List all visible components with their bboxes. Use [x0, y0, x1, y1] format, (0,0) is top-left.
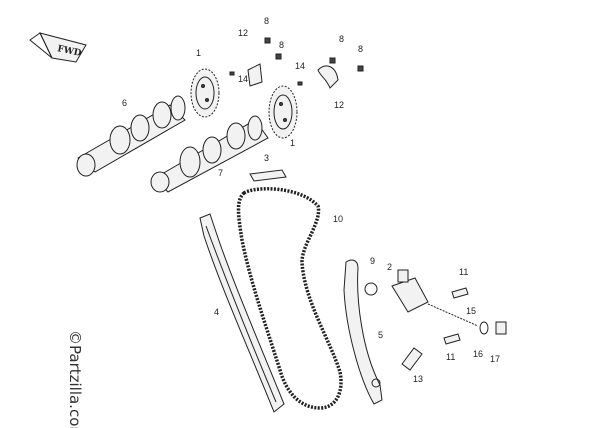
chain-guide	[199, 213, 285, 413]
fwd-arrow-tag: FWD	[29, 32, 87, 63]
callout-8: 8	[264, 16, 269, 26]
bolts-8	[264, 37, 364, 72]
tensioner-spring	[427, 303, 479, 327]
callout-13: 13	[413, 374, 423, 384]
callout-15: 15	[466, 306, 476, 316]
callout-2: 2	[387, 262, 392, 272]
watermark-text: ©Partzilla.com	[66, 330, 84, 428]
callout-11: 11	[459, 267, 468, 277]
spacer-plate-3	[249, 169, 287, 182]
o-ring-9	[364, 282, 378, 296]
callout-8: 8	[279, 40, 284, 50]
washer-16	[479, 321, 489, 335]
callout-3: 3	[264, 153, 269, 163]
callout-labels: 1 1 2 3 4 5 6 7 8 8 8 8 9 10 11 11 12 12…	[122, 16, 500, 384]
callout-16: 16	[473, 349, 483, 359]
callout-14: 14	[295, 61, 305, 71]
callout-10: 10	[333, 214, 343, 224]
retainer-plate-left	[247, 63, 263, 87]
bolts-11	[443, 287, 469, 345]
callout-1: 1	[290, 138, 295, 148]
callout-12: 12	[334, 100, 344, 110]
tensioner-blade	[343, 259, 383, 405]
timing-chain	[236, 187, 343, 410]
cap-bolt-17	[495, 321, 507, 335]
callout-8: 8	[339, 34, 344, 44]
camshaft-upper	[76, 95, 186, 177]
cam-sprocket-upper	[190, 68, 220, 118]
camshaft-lower	[150, 115, 269, 193]
cam-sprocket-lower	[268, 85, 298, 139]
callout-4: 4	[214, 307, 219, 317]
callout-1: 1	[196, 48, 201, 58]
callout-8: 8	[358, 44, 363, 54]
callout-14: 14	[238, 74, 248, 84]
fwd-label: FWD	[56, 44, 82, 59]
callout-9: 9	[370, 256, 375, 266]
callout-6: 6	[122, 98, 127, 108]
retainer-plate-right	[317, 65, 339, 89]
callout-11: 11	[446, 352, 455, 362]
callout-7: 7	[218, 168, 223, 178]
callout-12: 12	[238, 28, 248, 38]
callout-17: 17	[490, 354, 500, 364]
dowel-pins-14	[229, 71, 303, 86]
tensioner-bolt-13	[401, 347, 423, 371]
callout-5: 5	[378, 330, 383, 340]
tensioner-body	[391, 269, 429, 313]
